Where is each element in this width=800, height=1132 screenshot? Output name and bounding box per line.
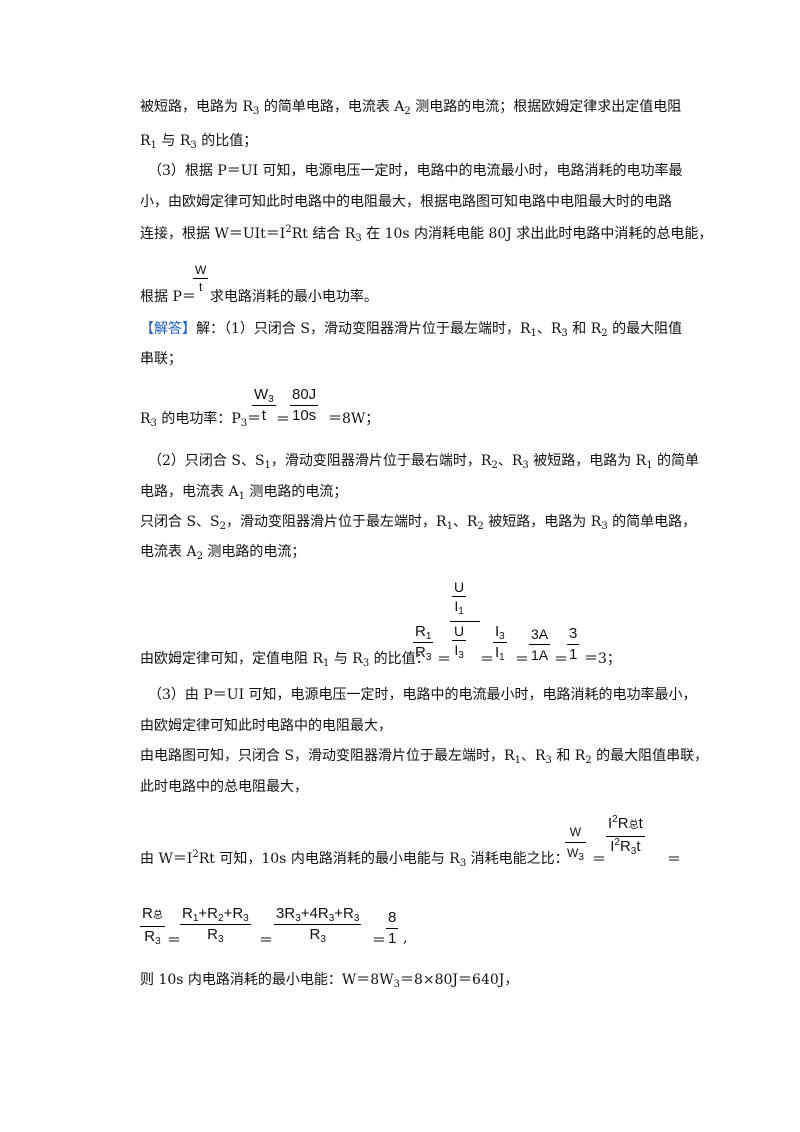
equals-sign: ＝ — [372, 933, 386, 949]
equals-sign: ＝ — [259, 933, 273, 949]
fraction-80j-over-10s: 80J 10s — [290, 386, 319, 424]
answer-line-7: （3）由 P＝UI 可知，电源电压一定时，电路中的电流最小时，电路消耗的电功率最… — [148, 687, 697, 703]
energy-ratio-line: 由 W＝I2Rt 可知，10s 内电路消耗的最小电能与 R3 消耗电能之比： — [140, 849, 569, 869]
power-result: ＝8W； — [328, 411, 380, 427]
fraction-i3-over-i1: I3 I1 — [493, 623, 507, 663]
answer-line-4: 电路，电流表 A1 测电路的电流； — [140, 484, 348, 502]
text-line-6: 根据 P＝求电路消耗的最小电功率。 — [140, 289, 378, 305]
text-line-4: 小，由欧姆定律可知此时电路中的电阻最大，根据电路图可知电路中电阻最大时的电路 — [140, 194, 672, 210]
answer-line-8: 由欧姆定律可知此时电路中的电阻最大， — [140, 718, 392, 734]
equals-sign: ＝ — [667, 852, 681, 868]
main-fraction-bar — [450, 621, 480, 622]
fraction-i2rt: I2R总t I2R3t — [606, 814, 645, 857]
text-line-5: 连接，根据 W＝UIt＝I2Rt 结合 R3 在 10s 内消耗电能 80J 求… — [140, 224, 713, 244]
equals-sign: ＝ — [437, 652, 451, 668]
fraction-sum2-over-r3: 3R3+4R3+R3 R3 — [274, 905, 362, 945]
fraction-u-over-i3: U I3 — [452, 623, 467, 661]
fraction-3a-over-1a: 3A 1A — [529, 626, 551, 663]
answer-line-1: 【解答】解：（1）只闭合 S，滑动变阻器滑片位于最左端时，R1、R3 和 R2 … — [140, 321, 683, 339]
equals-sign: ＝ — [480, 652, 494, 668]
answer-line-3: （2）只闭合 S、S1，滑动变阻器滑片位于最右端时，R2、R3 被短路，电路为 … — [148, 453, 700, 471]
comma: , — [403, 930, 408, 946]
fraction-8-over-1: 8 1 — [386, 909, 399, 947]
answer-line-11: 则 10s 内电路消耗的最小电能：W＝8W3＝8×80J＝640J， — [140, 972, 519, 990]
equals-sign: ＝ — [276, 412, 290, 428]
ratio-result: ＝3； — [584, 651, 621, 667]
fraction-r1-over-r3: R1 R3 — [413, 623, 434, 663]
answer-line-2: 串联； — [140, 351, 182, 367]
equals-sign: ＝ — [592, 852, 606, 868]
equals-sign: ＝ — [167, 933, 181, 949]
answer-line-6: 电流表 A2 测电路的电流； — [140, 544, 306, 562]
text-line-3: （3）根据 P＝UI 可知，电源电压一定时，电路中的电流最小时，电路消耗的电功率… — [148, 163, 683, 179]
equals-sign: ＝ — [554, 652, 568, 668]
fraction-w-over-t: W t — [193, 263, 209, 294]
equals-sign: ＝ — [515, 652, 529, 668]
fraction-w3-over-t: W3 t — [252, 386, 276, 424]
answer-tag: 【解答】 — [140, 321, 196, 337]
answer-line-9: 由电路图可知，只闭合 S，滑动变阻器滑片位于最左端时，R1、R3 和 R2 的最… — [140, 748, 709, 766]
fraction-sum1-over-r3: R1+R2+R3 R3 — [180, 905, 251, 945]
fraction-w-over-w3: W W3 — [565, 822, 586, 863]
fraction-rsum-over-r3: R总 R3 — [140, 905, 165, 947]
answer-line-5: 只闭合 S、S2，滑动变阻器滑片位于最左端时，R1、R2 被短路，电路为 R3 … — [140, 514, 697, 532]
fraction-u-over-i1: U I1 — [452, 579, 467, 617]
answer-line-10: 此时电路中的总电阻最大， — [140, 779, 308, 795]
power-line: R3 的电功率：P3＝ — [140, 411, 262, 429]
text-line-1: 被短路，电路为 R3 的简单电路，电流表 A2 测电路的电流；根据欧姆定律求出定… — [140, 99, 682, 117]
text-line-2: R1 与 R3 的比值； — [140, 133, 258, 151]
ratio-line: 由欧姆定律可知，定值电阻 R1 与 R3 的比值： — [140, 651, 430, 669]
fraction-3-over-1: 3 1 — [567, 625, 580, 663]
